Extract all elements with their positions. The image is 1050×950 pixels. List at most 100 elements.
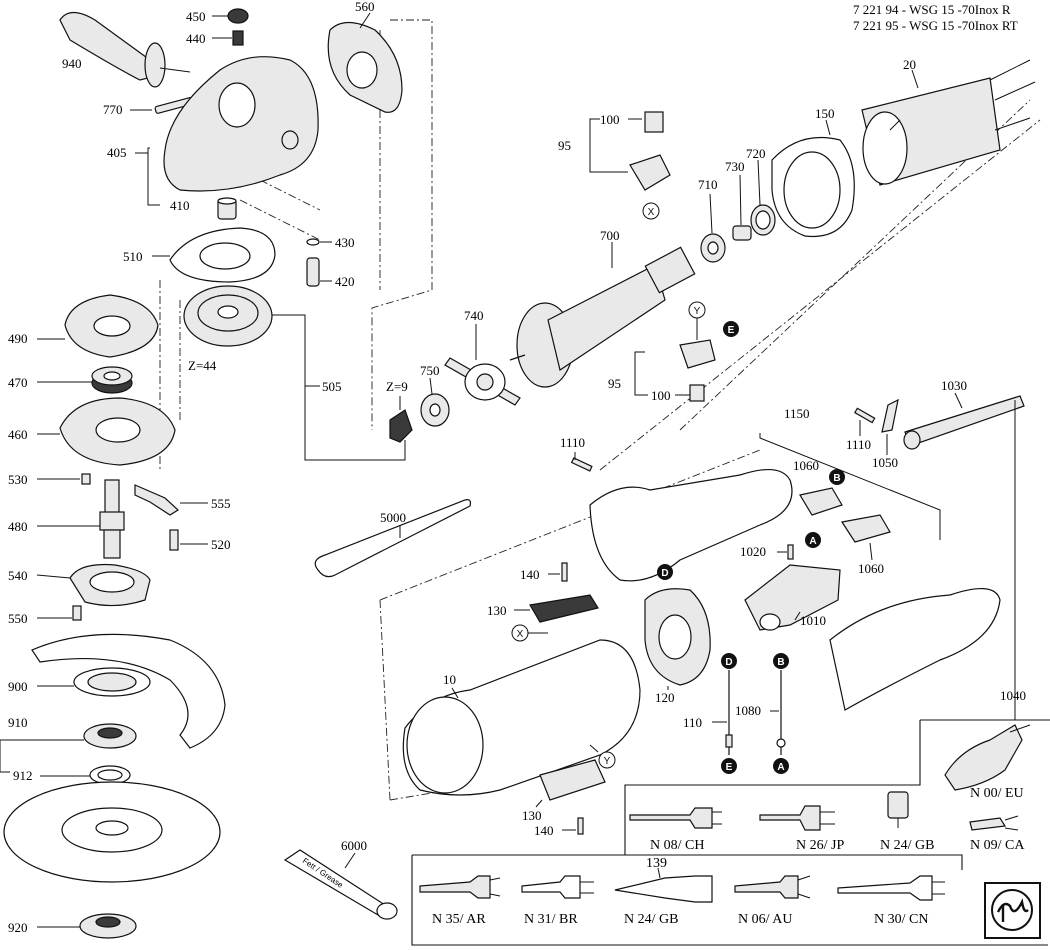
badge-a-upper-text: A: [809, 536, 816, 547]
label-10: 10: [443, 672, 456, 687]
flange-910: [0, 723, 137, 773]
screw-1020: [777, 544, 794, 560]
label-910: 910: [8, 715, 28, 730]
screw-520: [169, 529, 208, 551]
grinding-disc: [3, 781, 221, 883]
plug-box-upper: [624, 719, 1050, 855]
pinion-gear: [389, 396, 413, 443]
label-95-lower: 95: [608, 376, 621, 391]
housing-half-1150: [589, 433, 941, 582]
wheel-guard-900: [31, 633, 226, 749]
label-1060-bottom: 1060: [858, 561, 884, 576]
lever-1050: [881, 398, 899, 455]
badge-x-lower-text: X: [517, 629, 524, 640]
label-912: 912: [13, 768, 33, 783]
badge-b-upper: B: [829, 469, 845, 485]
label-510: 510: [123, 249, 143, 264]
cover-130-top: [514, 594, 599, 623]
clip-555: [134, 484, 208, 516]
badge-d-upper: D: [657, 564, 673, 580]
badge-y-upper: Y: [688, 301, 706, 319]
label-95-upper: 95: [558, 138, 571, 153]
label-710: 710: [698, 177, 718, 192]
brush-holder-95-lower: [634, 318, 716, 402]
label-410: 410: [170, 198, 190, 213]
label-490: 490: [8, 331, 28, 346]
badge-d-lower-text: D: [725, 657, 732, 668]
label-140-top: 140: [520, 567, 540, 582]
shroud-560: [327, 12, 403, 113]
baffle-740: [444, 324, 521, 406]
screw-140-top: [548, 562, 568, 582]
badge-x-upper-text: X: [648, 207, 655, 218]
plug-n24-gb-top: [887, 791, 909, 828]
stator-20: [861, 59, 1036, 186]
label-750: 750: [420, 363, 440, 378]
label-480: 480: [8, 519, 28, 534]
plug-n31-br: [521, 875, 594, 899]
label-100-lower: 100: [651, 388, 671, 403]
screw-530: [37, 473, 91, 485]
label-1020: 1020: [740, 544, 766, 559]
badge-e-lower: E: [721, 758, 737, 774]
block-1060-top: [799, 487, 843, 516]
bearing-750: [420, 377, 450, 427]
bushing-730: [732, 174, 752, 241]
badge-y-lower-text: Y: [604, 756, 611, 767]
brush-holder-95-upper: [589, 111, 671, 191]
badge-b-lower-text: B: [777, 657, 784, 668]
spanner-5000: [314, 499, 472, 578]
plug-n09-ca: [969, 815, 1019, 831]
label-920: 920: [8, 920, 28, 935]
side-handle-940: [59, 11, 191, 88]
plate-490: [37, 294, 159, 358]
gasket-510: [152, 227, 276, 283]
plug-n35-label: N 35/ AR: [432, 912, 486, 927]
label-505: 505: [322, 379, 342, 394]
nut-920: [37, 913, 137, 939]
label-940: 940: [62, 56, 82, 71]
cap-450: [212, 8, 249, 24]
plug-n26-jp: [759, 805, 835, 831]
plug-n35-ar: [419, 875, 501, 899]
label-540: 540: [8, 568, 28, 583]
label-900: 900: [8, 679, 28, 694]
plug-n06-au: [734, 875, 811, 899]
plate-120: [644, 588, 711, 690]
flange-460: [37, 397, 176, 466]
plug-n26-label: N 26/ JP: [796, 838, 844, 853]
label-720: 720: [746, 146, 766, 161]
screw-140-bottom: [562, 817, 584, 835]
label-110: 110: [683, 715, 702, 730]
plug-n06-label: N 06/ AU: [738, 912, 792, 927]
grease-tube-6000: Fett / Grease: [283, 849, 398, 920]
label-450: 450: [186, 9, 206, 24]
plug-n09-label: N 09/ CA: [970, 838, 1025, 853]
label-1110-right: 1110: [846, 437, 871, 452]
rod-1030: [903, 392, 1025, 450]
label-560: 560: [355, 0, 375, 14]
cable-110: [712, 670, 733, 755]
screw-1110-right: [854, 407, 876, 436]
label-20: 20: [903, 57, 916, 72]
label-5000: 5000: [380, 510, 406, 525]
plug-n24b-label: N 24/ GB: [624, 912, 678, 927]
gear-z9-label: Z=9: [386, 379, 408, 394]
label-430: 430: [335, 235, 355, 250]
model-line-1: 7 221 94 - WSG 15 -70Inox R: [853, 2, 1011, 17]
spring-440: [212, 30, 244, 46]
label-405: 405: [107, 145, 127, 160]
badge-y-lower: Y: [589, 744, 616, 769]
badge-x-upper: X: [642, 202, 660, 220]
block-1060-bottom: [841, 514, 891, 561]
label-740: 740: [464, 308, 484, 323]
label-1040: 1040: [1000, 688, 1026, 703]
pin-420: [306, 257, 332, 287]
badge-d-upper-text: D: [661, 568, 668, 579]
label-1110-left: 1110: [560, 435, 585, 450]
badge-x-lower: X: [511, 624, 548, 642]
label-130-bottom: 130: [522, 808, 542, 823]
bushing-410: [217, 197, 237, 220]
badge-y-upper-text: Y: [694, 306, 701, 317]
label-730: 730: [725, 159, 745, 174]
